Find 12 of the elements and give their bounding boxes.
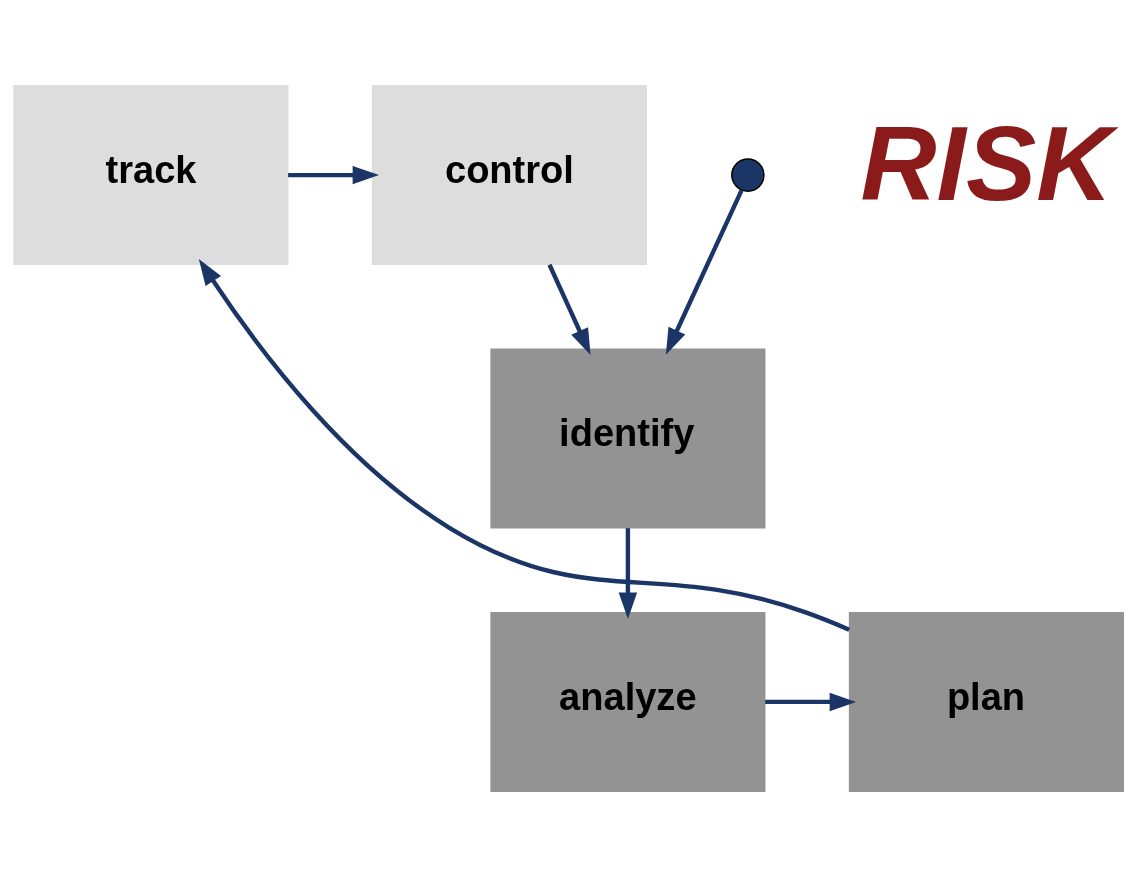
arrow bbox=[198, 258, 851, 632]
arrow bbox=[288, 165, 380, 184]
arrow bbox=[765, 692, 857, 711]
arrow bbox=[547, 263, 591, 355]
node-circle bbox=[731, 157, 765, 192]
node-box: analyze bbox=[490, 611, 766, 792]
node-box: track bbox=[13, 84, 289, 265]
node-box: control bbox=[371, 84, 647, 265]
arrow bbox=[618, 527, 638, 619]
node-box: identify bbox=[490, 348, 766, 528]
arrow bbox=[665, 189, 744, 355]
node-box: plan bbox=[848, 611, 1124, 792]
